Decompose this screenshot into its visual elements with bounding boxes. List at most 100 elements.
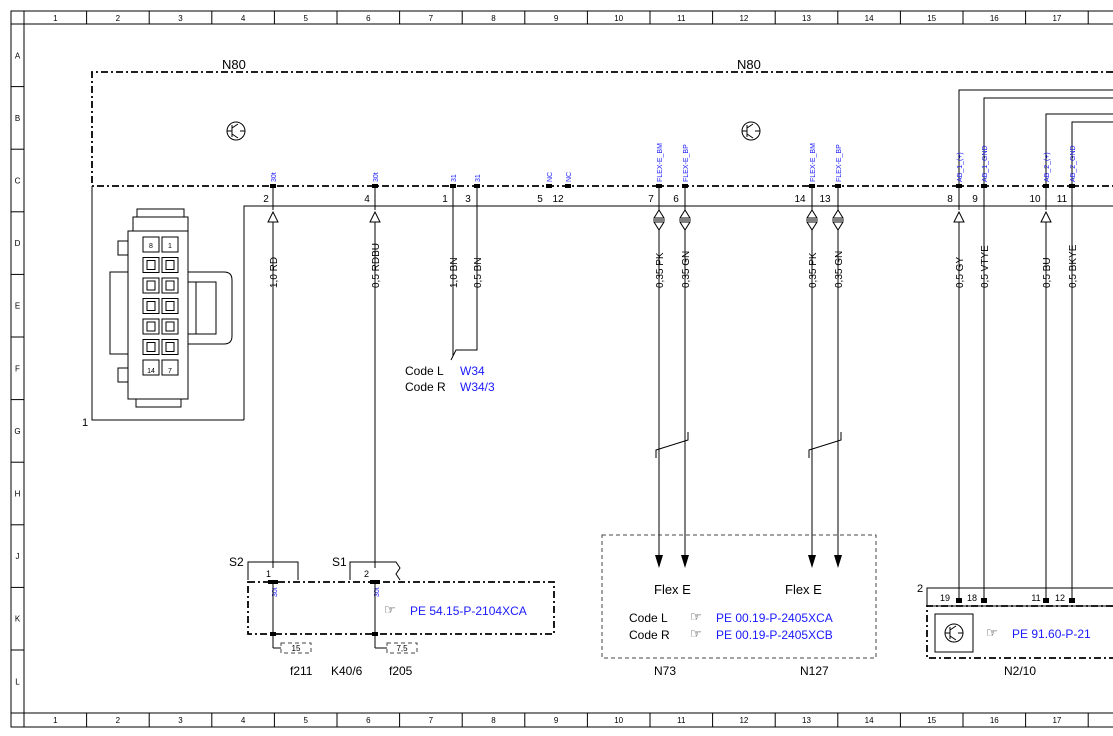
- wire-label: 1,0 RD: [269, 257, 280, 288]
- pin-number: 19: [940, 593, 950, 603]
- transistor-icon: [741, 121, 761, 141]
- pin-stub: [956, 598, 962, 603]
- flex-ref-r-link[interactable]: PE 00.19-P-2405XCB: [716, 628, 833, 642]
- n2-10-outline: [926, 605, 1113, 659]
- pin-signal-label: FLEX-E_BP: [683, 144, 690, 182]
- pin-number: 10: [1029, 194, 1041, 205]
- hand-pointer-icon: ☞: [690, 609, 702, 624]
- pin-number: 13: [819, 194, 831, 205]
- drawing-frame: 1122334455667788991010111112121313141415…: [10, 10, 1113, 728]
- flex-code-label-r: Code R: [629, 628, 670, 642]
- pin-stub: [1069, 184, 1075, 188]
- pin-arrow-icon: [267, 210, 279, 223]
- grid-column-label: 14: [865, 716, 874, 725]
- grid-row-label: D: [15, 239, 21, 248]
- grid-column-label: 15: [927, 14, 936, 23]
- wire-label: 0,35 GN: [834, 251, 845, 288]
- grid-column-label: 9: [554, 716, 559, 725]
- grid-column-label: 10: [614, 716, 623, 725]
- wire-label: 0,35 PK: [655, 252, 666, 288]
- splice-s1-pin: 2: [364, 569, 369, 579]
- fuse-f211-rating: 15: [292, 644, 301, 653]
- n2-10-ref-link[interactable]: PE 91.60-P-21: [1012, 627, 1091, 641]
- pin-signal-label: 31: [475, 174, 482, 182]
- pin-stub: [809, 184, 815, 188]
- pin-stub: [270, 184, 276, 188]
- pin-number: 12: [1055, 593, 1065, 603]
- grid-column-label: 5: [303, 716, 308, 725]
- connector-pin-label: 14: [147, 368, 155, 375]
- w34-3-link[interactable]: W34/3: [460, 380, 495, 394]
- pin-signal-label: NC: [566, 172, 573, 182]
- pin-arrow-icon: [806, 221, 818, 231]
- grid-row-label: H: [15, 490, 21, 499]
- grid-row-label: E: [15, 302, 20, 311]
- n127-label: N127: [800, 664, 829, 678]
- f211-label: f211: [290, 664, 313, 678]
- ab-feed-lines: [958, 89, 1113, 186]
- flex-e-outline: [601, 534, 877, 659]
- pin-arrow-icon: [806, 209, 818, 219]
- grid-column-label: 2: [116, 14, 121, 23]
- svg-text:☞: ☞: [986, 625, 998, 640]
- flex-ref-l-link[interactable]: PE 00.19-P-2405XCA: [716, 611, 833, 625]
- grid-column-label: 10: [614, 14, 623, 23]
- wire-label: 0,5 GY: [955, 257, 966, 288]
- pin-stub: [656, 184, 662, 188]
- grid-column-label: 13: [802, 716, 811, 725]
- connector-pin-label: 8: [149, 243, 153, 250]
- n2-10-label: N2/10: [1004, 664, 1036, 678]
- grid-column-label: 7: [429, 14, 434, 23]
- pin-stub: [981, 598, 987, 603]
- grid-row-label: A: [15, 51, 21, 60]
- connector-pin-label: 7: [168, 368, 172, 375]
- pin-signal-label: AB_2_GND: [1070, 145, 1077, 182]
- wire-label: 0,5 BKYE: [1068, 244, 1079, 288]
- pin-number: 3: [465, 194, 471, 205]
- wire-label: 0,5 RDBU: [371, 243, 382, 288]
- pin-arrow-icon: [1040, 210, 1052, 223]
- svg-text:☞: ☞: [384, 602, 396, 617]
- wire-paths: [272, 222, 1073, 598]
- connector-pin-label: 1: [168, 243, 172, 250]
- pin-arrow-icon: [679, 209, 691, 219]
- w34-link[interactable]: W34: [460, 364, 485, 378]
- pin-number: 2: [263, 194, 269, 205]
- pin-signal-label: FLEX-E_BP: [836, 144, 843, 182]
- grid-column-label: 12: [739, 14, 748, 23]
- pin-stub: [474, 184, 480, 188]
- flex-arrows: [655, 555, 842, 568]
- wire-label: 0,5 BN: [473, 257, 484, 288]
- grid-column-label: 17: [1052, 716, 1061, 725]
- pin-arrow-icon: [953, 210, 965, 223]
- n2-10-item-number: 2: [917, 583, 923, 595]
- w34-code-label-r: Code R: [405, 380, 446, 394]
- wire-label: 0,5 BU: [1042, 257, 1053, 288]
- flex-e-label: Flex E: [654, 582, 691, 597]
- grid-column-label: 8: [491, 14, 496, 23]
- wire-label: 0,35 GN: [681, 251, 692, 288]
- pin-stub: [956, 184, 962, 188]
- k40-6-ref-link[interactable]: PE 54.15-P-2104XCA: [410, 604, 527, 618]
- grid-column-label: 4: [241, 716, 246, 725]
- grid-column-label: 16: [990, 14, 999, 23]
- pin-number: 4: [364, 194, 370, 205]
- pin-arrow-icon: [653, 209, 665, 219]
- splice-s2-signal: 30t: [272, 587, 279, 597]
- grid-row-label: K: [15, 615, 21, 624]
- pin-signal-label: 30t: [373, 172, 380, 182]
- pin-signal-label: AB_1_(+): [957, 152, 964, 182]
- fuse-f205: [375, 642, 418, 654]
- pin-stub: [1069, 598, 1075, 603]
- grid-column-label: 12: [739, 716, 748, 725]
- pin-stub: [546, 184, 552, 188]
- grid-column-label: 5: [303, 14, 308, 23]
- svg-text:☞: ☞: [690, 626, 702, 641]
- pin-signal-label: 31: [451, 174, 458, 182]
- n80-label-right: N80: [737, 57, 761, 72]
- grid-column-label: 14: [865, 14, 874, 23]
- grid-row-label: L: [15, 677, 20, 686]
- splice-s2-label: S2: [229, 555, 244, 569]
- pin-arrow-icon: [653, 221, 665, 231]
- pin-number: 6: [673, 194, 679, 205]
